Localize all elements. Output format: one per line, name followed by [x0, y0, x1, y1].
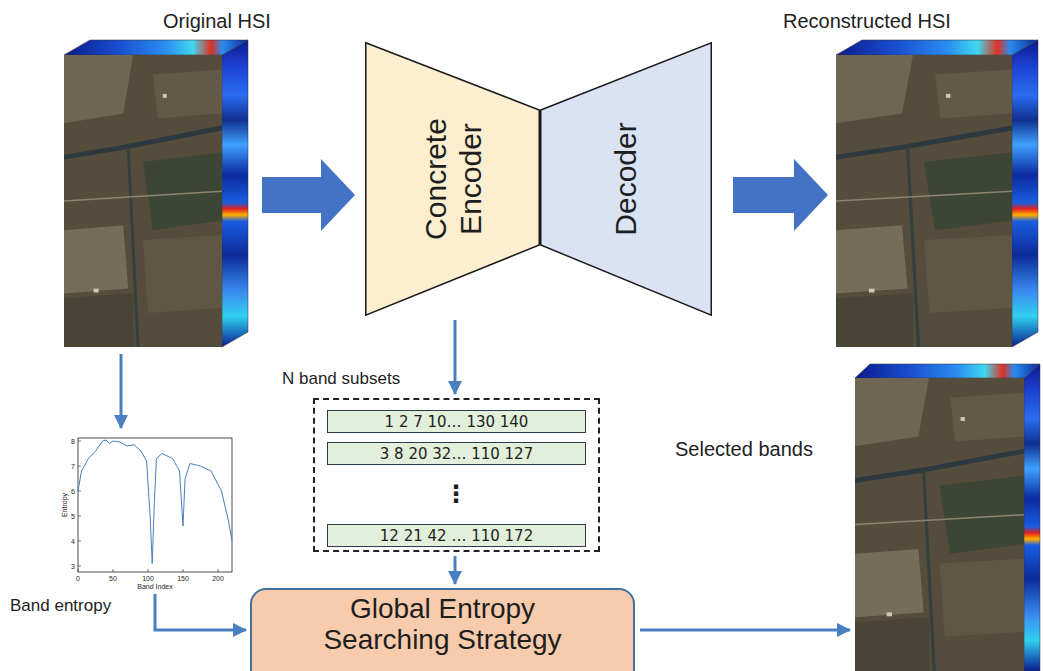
reconstructed-cube: [836, 40, 1038, 347]
tick-label: 0: [76, 575, 80, 582]
tick-label: 8: [71, 438, 75, 445]
arrow-connector: [155, 594, 246, 630]
tick-label: 50: [109, 575, 117, 582]
arrow-connector: [454, 320, 457, 394]
tick-label: 4: [71, 538, 75, 545]
node-label: Selected bands: [675, 438, 813, 461]
block-arrow: [733, 159, 828, 231]
node-label: 1 2 7 10… 130 140: [385, 413, 529, 431]
node-label: 12 21 42 … 110 172: [380, 527, 533, 545]
subset-row: 1 2 7 10… 130 140: [327, 410, 586, 433]
axis-title: Band Index: [137, 583, 172, 590]
original-cube: [64, 40, 248, 347]
node-label: Concrete Encoder: [418, 104, 487, 254]
node-label: Original HSI: [163, 10, 271, 33]
ellipsis-mark: ⋮: [444, 482, 468, 506]
tick-label: 7: [71, 463, 75, 470]
hsi-cube: Reconstructed HSI: [834, 38, 1040, 349]
node-label: N band subsets: [282, 369, 400, 389]
cube-front: [836, 55, 1012, 347]
block-arrow: [262, 159, 355, 231]
slab-side: [1024, 364, 1040, 671]
cube-top: [836, 40, 1038, 55]
strategy-box: Global Entropy Searching Strategy: [250, 588, 635, 671]
band-slab: Selected bands: [855, 362, 1040, 671]
plot-ticks: [78, 441, 218, 572]
slab-top: [855, 364, 1040, 378]
slab-front: [855, 378, 1024, 671]
arrow-connector: [640, 629, 850, 632]
node-label: 3 8 20 32… 110 127: [380, 445, 533, 463]
selected-slab: [855, 364, 1040, 671]
node-label: Reconstructed HSI: [783, 10, 951, 33]
tick-label: 100: [142, 575, 154, 582]
node-label: Decoder: [609, 104, 644, 254]
tick-label: 5: [71, 513, 75, 520]
decoder-trapezoid-shape: [541, 43, 712, 316]
subset-panel: N band subsets1 2 7 10… 130 1403 8 20 32…: [313, 398, 600, 552]
tick-label: 3: [71, 563, 75, 570]
decoder-trapezoid: Decoder: [540, 42, 712, 316]
plot-frame: [78, 438, 232, 572]
entropy-plot: [78, 438, 232, 572]
node-label: Band entropy: [10, 596, 111, 616]
axis-title: Entropy: [61, 493, 68, 517]
hsi-cube: Original HSI: [62, 38, 252, 349]
encoder-trapezoid: Concrete Encoder: [365, 42, 540, 316]
cube-side: [1012, 40, 1038, 347]
tick-label: 200: [212, 575, 224, 582]
cube-top: [64, 40, 248, 55]
cube-front: [64, 55, 222, 347]
entropy-chart: Band entropy: [60, 432, 236, 590]
encoder-trapezoid-shape: [366, 43, 540, 316]
entropy-curve: [78, 440, 232, 564]
tick-label: 6: [71, 488, 75, 495]
cube-side: [222, 40, 248, 347]
arrow-connector: [454, 556, 457, 584]
arrow-connector: [120, 354, 123, 428]
tick-label: 150: [177, 575, 189, 582]
subset-row: 12 21 42 … 110 172: [327, 524, 586, 547]
subset-row: 3 8 20 32… 110 127: [327, 442, 586, 465]
node-label: Global Entropy Searching Strategy: [293, 594, 593, 656]
